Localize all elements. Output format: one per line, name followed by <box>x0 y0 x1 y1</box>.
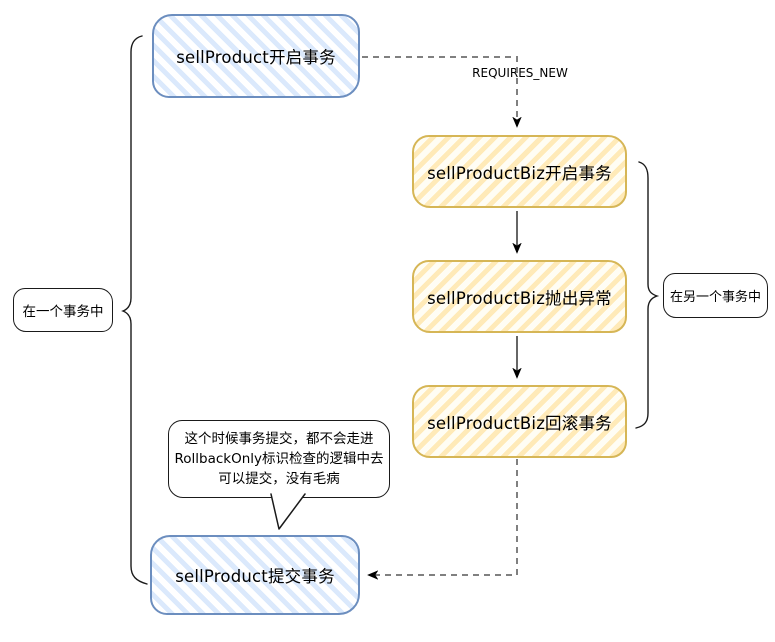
scope-label-text: 在另一个事务中 <box>669 290 761 305</box>
node-label: sellProduct开启事务 <box>176 48 336 67</box>
edge-label-text: REQUIRES_NEW <box>472 66 568 80</box>
node-sellproductbiz-throw-exception: sellProductBiz抛出异常 <box>412 260 627 333</box>
callout-commit-explanation: 这个时候事务提交，都不会走进 RollbackOnly标识检查的逻辑中去 可以提… <box>168 420 390 498</box>
callout-line: 可以提交，没有毛病 <box>218 471 340 488</box>
callout-line: RollbackOnly标识检查的逻辑中去 <box>174 450 384 467</box>
node-sellproduct-commit-transaction: sellProduct提交事务 <box>150 535 360 615</box>
scope-label-text: 在一个事务中 <box>22 304 104 320</box>
callout-line: 这个时候事务提交，都不会走进 <box>184 430 374 447</box>
edge-label-requires-new: REQUIRES_NEW <box>460 66 580 80</box>
node-sellproductbiz-begin-transaction: sellProductBiz开启事务 <box>412 135 627 208</box>
node-label: sellProductBiz回滚事务 <box>427 413 612 433</box>
node-sellproduct-begin-transaction: sellProduct开启事务 <box>152 14 360 98</box>
scope-label-one-transaction: 在一个事务中 <box>13 288 113 332</box>
node-sellproductbiz-rollback-transaction: sellProductBiz回滚事务 <box>412 385 627 458</box>
connector-rollback-to-commit-dashed-arrow <box>369 459 518 575</box>
callout-tail <box>270 493 306 530</box>
node-label: sellProductBiz抛出异常 <box>427 288 612 308</box>
node-label: sellProductBiz开启事务 <box>427 163 612 183</box>
bracket-one-transaction <box>121 35 148 585</box>
node-label: sellProduct提交事务 <box>175 567 335 586</box>
scope-label-another-transaction: 在另一个事务中 <box>663 273 768 318</box>
bracket-another-transaction <box>635 161 660 429</box>
